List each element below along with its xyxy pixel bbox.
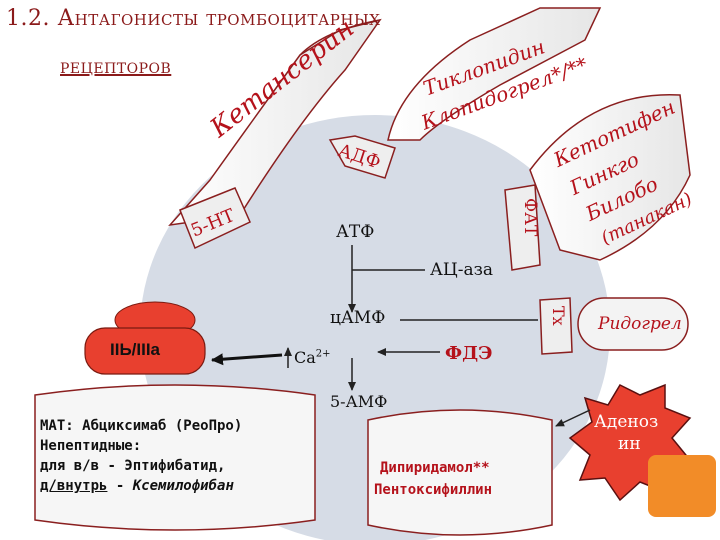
mat-iv-label: для в/в [40, 458, 100, 474]
pde-box [367, 409, 553, 536]
gp-receptor-body [84, 327, 206, 375]
ticlopidine-ribbon [387, 7, 602, 141]
paf-ribbon [504, 184, 541, 271]
ridogrel-box [577, 297, 689, 351]
mat-iv-drug: Эптифибатид, [124, 458, 226, 474]
amp5-label: 5-АМФ [330, 392, 388, 411]
tx-label: Тх [549, 306, 568, 326]
mat-oral-separator: - [107, 478, 133, 494]
orange-box [648, 455, 716, 517]
gp-receptor-label: IIЬ/IIIа [110, 340, 161, 359]
atp-label: АТФ [336, 222, 375, 242]
mat-iv-separator: - [99, 458, 125, 474]
ridogrel-label: Ридогрел [598, 314, 682, 334]
pde-label: ФДЭ [445, 343, 493, 364]
camp-label: цАМФ [330, 308, 386, 328]
arrow-ca-receptor [211, 353, 283, 366]
pde-box-line1: Дипиридамол** [380, 460, 490, 476]
page-title-line2: рецепторов [60, 54, 172, 78]
adp-ribbon [328, 135, 396, 179]
ketotifen-ribbon [529, 93, 691, 261]
page-title: 1.2. Антагонисты тромбоцитарных [6, 6, 381, 31]
paf-label: ФАТ [520, 198, 540, 237]
calcium-text: Са [294, 348, 316, 367]
mat-line4: д/внутрь - Ксемилофибан [40, 478, 234, 494]
adenosine-label-2: ин [618, 434, 641, 454]
pde-box-line2: Пентоксифиллин [374, 482, 493, 498]
mat-box [34, 384, 316, 531]
mat-line3: для в/в - Эптифибатид, [40, 458, 225, 474]
arrow-adenosine [555, 409, 591, 427]
mat-oral-drug: Ксемилофибан [132, 478, 234, 494]
mat-line1: МАТ: Абциксимаб (РеоПро) [40, 418, 243, 434]
calcium-superscript: 2+ [315, 348, 331, 360]
mat-oral-label: д/внутрь [40, 478, 108, 494]
ac-ase-label: АЦ-аза [430, 260, 493, 280]
calcium-label: Са2+ [294, 348, 331, 367]
serotonin-ribbon [179, 187, 251, 250]
adenosine-label-1: Аденоз [594, 412, 659, 432]
tx-ribbon [539, 297, 573, 355]
mat-line2: Непептидные: [40, 438, 142, 454]
